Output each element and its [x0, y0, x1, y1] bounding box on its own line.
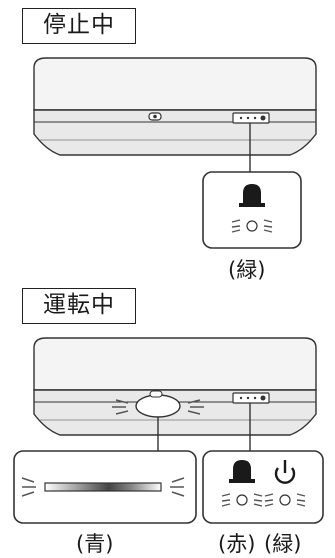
indicator-panel-icon [232, 392, 270, 404]
lamp-icon [229, 460, 255, 483]
indoor-unit-stopped [33, 57, 317, 156]
green-lamp-lit [264, 493, 306, 507]
stopped-title: 停止中 [22, 8, 136, 44]
center-light-glow [112, 390, 204, 418]
sensor-icon [148, 112, 162, 121]
blue-lightbar-panel [13, 450, 197, 524]
running-blue-label: (青) [76, 532, 114, 556]
stopped-zoom-panel [202, 171, 302, 249]
indicator-lamp-off [231, 219, 273, 233]
power-icon [274, 460, 296, 484]
indoor-unit-running [33, 337, 317, 436]
red-lamp-lit [221, 493, 263, 507]
running-indicator-panel [202, 450, 324, 524]
running-green-label: (緑) [264, 532, 302, 556]
running-red-label: (赤) [218, 532, 256, 556]
lamp-icon [239, 184, 265, 207]
light-bar-lamp-icon [21, 477, 185, 497]
stopped-green-label: (緑) [228, 258, 266, 282]
indicator-panel-icon [232, 112, 270, 124]
running-title: 運転中 [22, 288, 136, 324]
